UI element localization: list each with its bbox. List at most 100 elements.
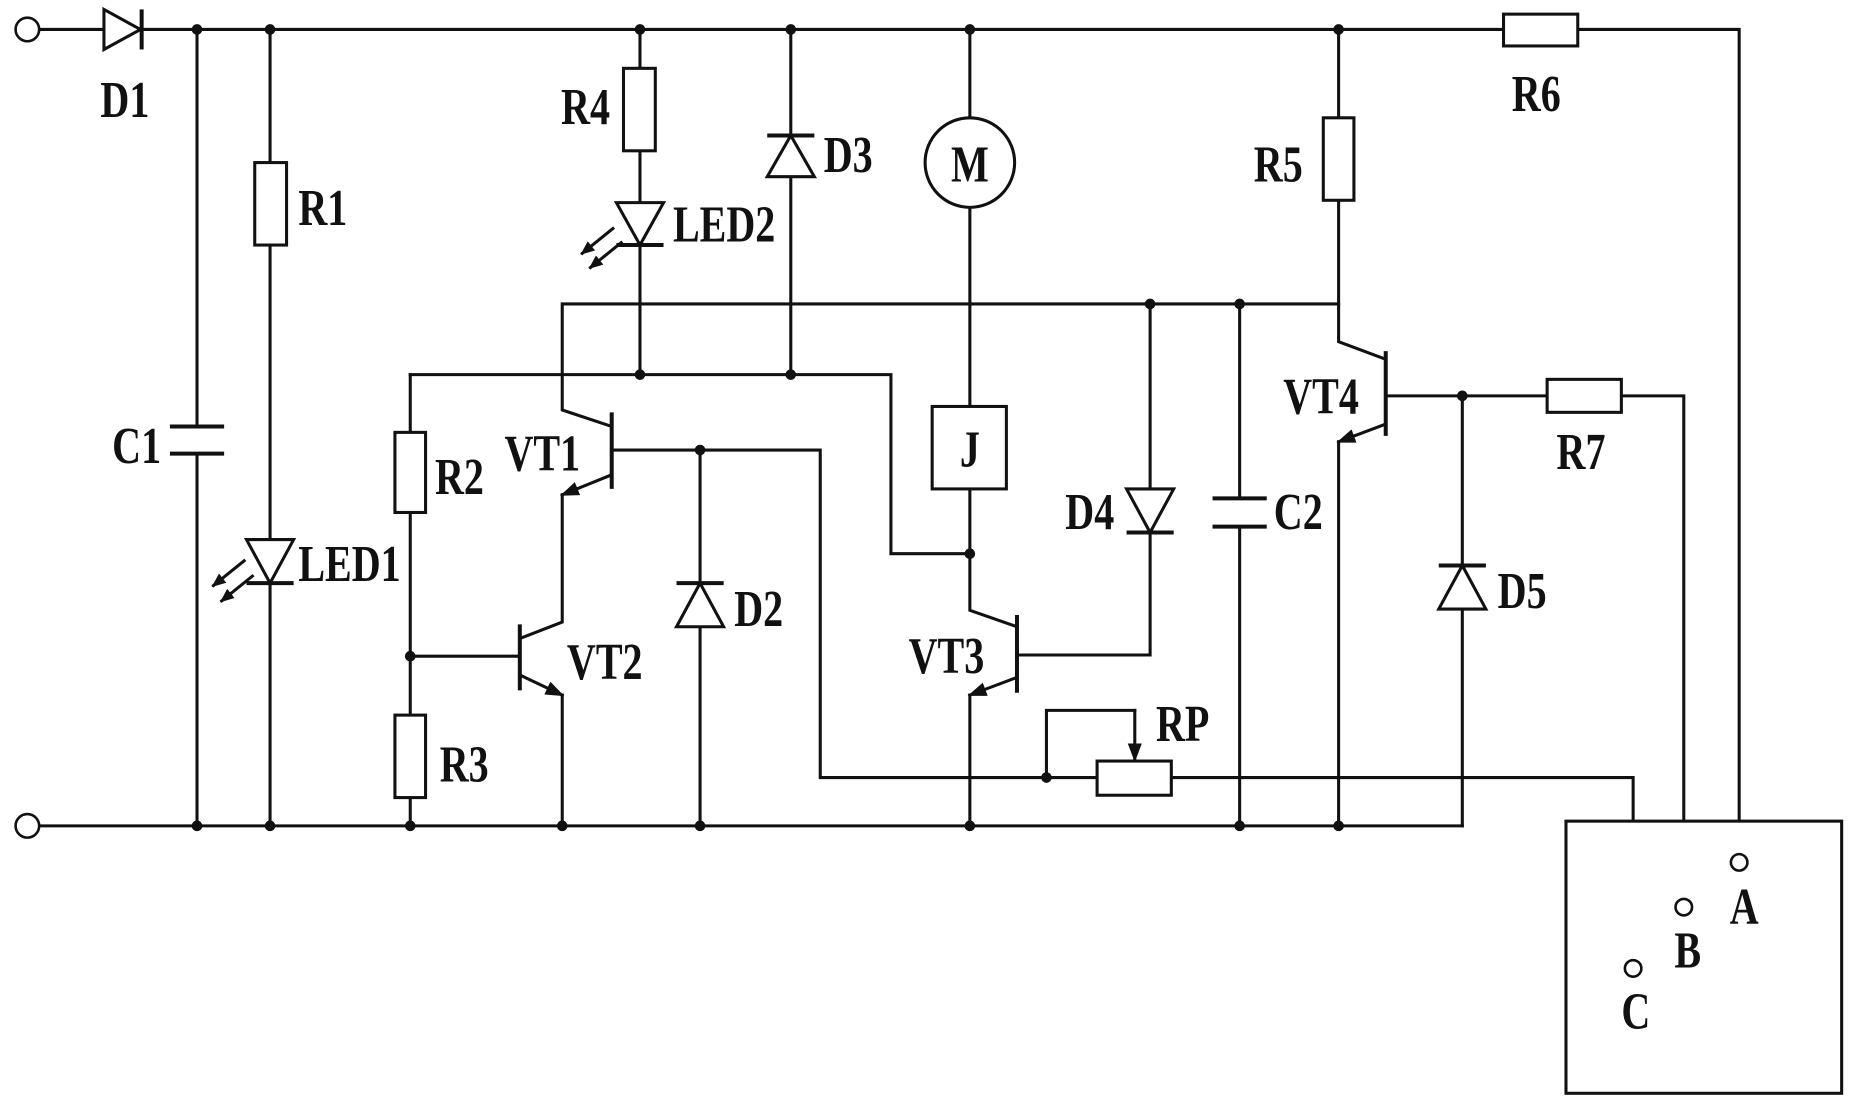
transistor-vt4 [1336, 351, 1388, 444]
label-d3: D3 [824, 127, 873, 184]
terminal-b-contact [1674, 897, 1694, 917]
diode-d1-triangle [102, 6, 144, 53]
label-d2: D2 [734, 581, 783, 638]
transistor-vt1-emitter [560, 472, 614, 497]
label-r3: R3 [440, 736, 489, 793]
junction-dot [964, 548, 976, 560]
potentiometer-rp-body [1095, 759, 1173, 797]
junction-dot [964, 24, 976, 35]
resistor-r6-body [1502, 12, 1580, 48]
junction-dot [785, 369, 797, 380]
light-arrow-icon [211, 558, 247, 588]
resistor-r2 [393, 430, 428, 515]
vt3-base-wire [1015, 302, 1152, 657]
input-terminal-bottom [14, 812, 41, 839]
resistor-r2-body [393, 430, 428, 515]
capacitor-c1-plates [169, 424, 225, 456]
r5-vt4-collector-wire [1337, 27, 1388, 362]
diode-d3-triangle [764, 132, 817, 179]
led-led2-triangle [613, 201, 667, 249]
junction-dot [1333, 24, 1344, 35]
diode-d4 [1123, 487, 1177, 536]
motor-circle [923, 116, 1017, 209]
junction-dot [191, 820, 203, 832]
label-r4: R4 [561, 79, 610, 136]
junction-dot [1457, 390, 1468, 402]
mid-bus [408, 373, 972, 556]
light-arrow-icon [588, 240, 624, 270]
label-vt1: VT1 [505, 425, 581, 482]
junction-dot [404, 650, 416, 662]
vt1-base-wire [610, 448, 1635, 962]
diode-d2-triangle [673, 579, 727, 629]
rp-wiper-wire [1044, 708, 1137, 780]
diode-d1 [102, 6, 144, 53]
label-relay: J [960, 422, 980, 479]
label-d1: D1 [100, 72, 149, 129]
label-led2: LED2 [673, 197, 775, 254]
resistor-r1 [253, 161, 289, 247]
component-labels: D1 R1 C1 LED1 R2 R3 R4 LED2 D3 VT1 VT2 D… [100, 66, 1759, 1041]
junction-dot [694, 444, 706, 456]
transistor-vt2 [517, 624, 565, 698]
resistor-r3 [393, 713, 428, 800]
relay-j [930, 404, 1008, 491]
vt1-collector-wire [560, 302, 1341, 429]
transistor-vt3-emitter [967, 675, 1019, 698]
resistor-r5 [1321, 116, 1356, 202]
label-r1: R1 [298, 180, 347, 237]
junction-dot [264, 820, 276, 832]
label-c2: C2 [1274, 484, 1323, 541]
vt1-vt2-link [517, 493, 564, 641]
junction-dot [1144, 298, 1156, 310]
junction-dot [634, 369, 646, 380]
relay-coil-box [930, 404, 1008, 491]
label-rp: RP [1156, 696, 1209, 753]
junction-dot [1333, 820, 1344, 832]
capacitor-c1 [169, 424, 225, 456]
label-vt3: VT3 [909, 628, 985, 685]
resistor-r7 [1545, 377, 1623, 414]
resistor-r6 [1502, 12, 1580, 48]
led-led1 [211, 538, 297, 603]
label-c1: C1 [112, 418, 161, 475]
label-terminal-a: A [1730, 879, 1759, 936]
junction-nodes [191, 24, 1468, 832]
motor-m [923, 116, 1017, 209]
label-motor: M [951, 137, 989, 194]
motor-relay-wire [968, 27, 1019, 629]
top-rail [37, 27, 1741, 856]
diode-d4-triangle [1123, 487, 1177, 536]
label-vt2: VT2 [567, 634, 643, 691]
diode-d3 [764, 132, 817, 179]
label-r2: R2 [435, 449, 484, 506]
junction-dot [404, 820, 416, 832]
label-r5: R5 [1254, 137, 1303, 194]
transistor-vt1 [560, 412, 614, 497]
led-led2 [580, 201, 667, 270]
label-d5: D5 [1498, 563, 1547, 620]
label-r7: R7 [1557, 424, 1606, 481]
label-d4: D4 [1065, 484, 1114, 541]
terminal-a-contact [1729, 852, 1749, 872]
resistor-r4 [621, 66, 657, 153]
junction-dot [634, 24, 646, 35]
label-r6: R6 [1512, 66, 1561, 123]
junction-dot [264, 24, 276, 35]
light-arrow-icon [219, 573, 255, 603]
transistor-vt3 [967, 614, 1019, 698]
capacitor-c2-plates [1212, 496, 1267, 529]
diode-d5 [1436, 562, 1489, 611]
junction-dot [1041, 772, 1052, 783]
resistor-r7-body [1545, 377, 1623, 414]
transistor-vt4-emitter [1336, 422, 1388, 444]
junction-dot [1234, 298, 1245, 310]
junction-dot [785, 24, 797, 35]
junction-dot [964, 820, 976, 832]
label-terminal-b: B [1674, 923, 1701, 980]
transistor-vt2-emitter [517, 673, 565, 698]
label-vt4: VT4 [1283, 369, 1359, 426]
input-terminal-top [14, 16, 41, 43]
wires [37, 27, 1741, 962]
light-arrow-icon [580, 226, 616, 256]
